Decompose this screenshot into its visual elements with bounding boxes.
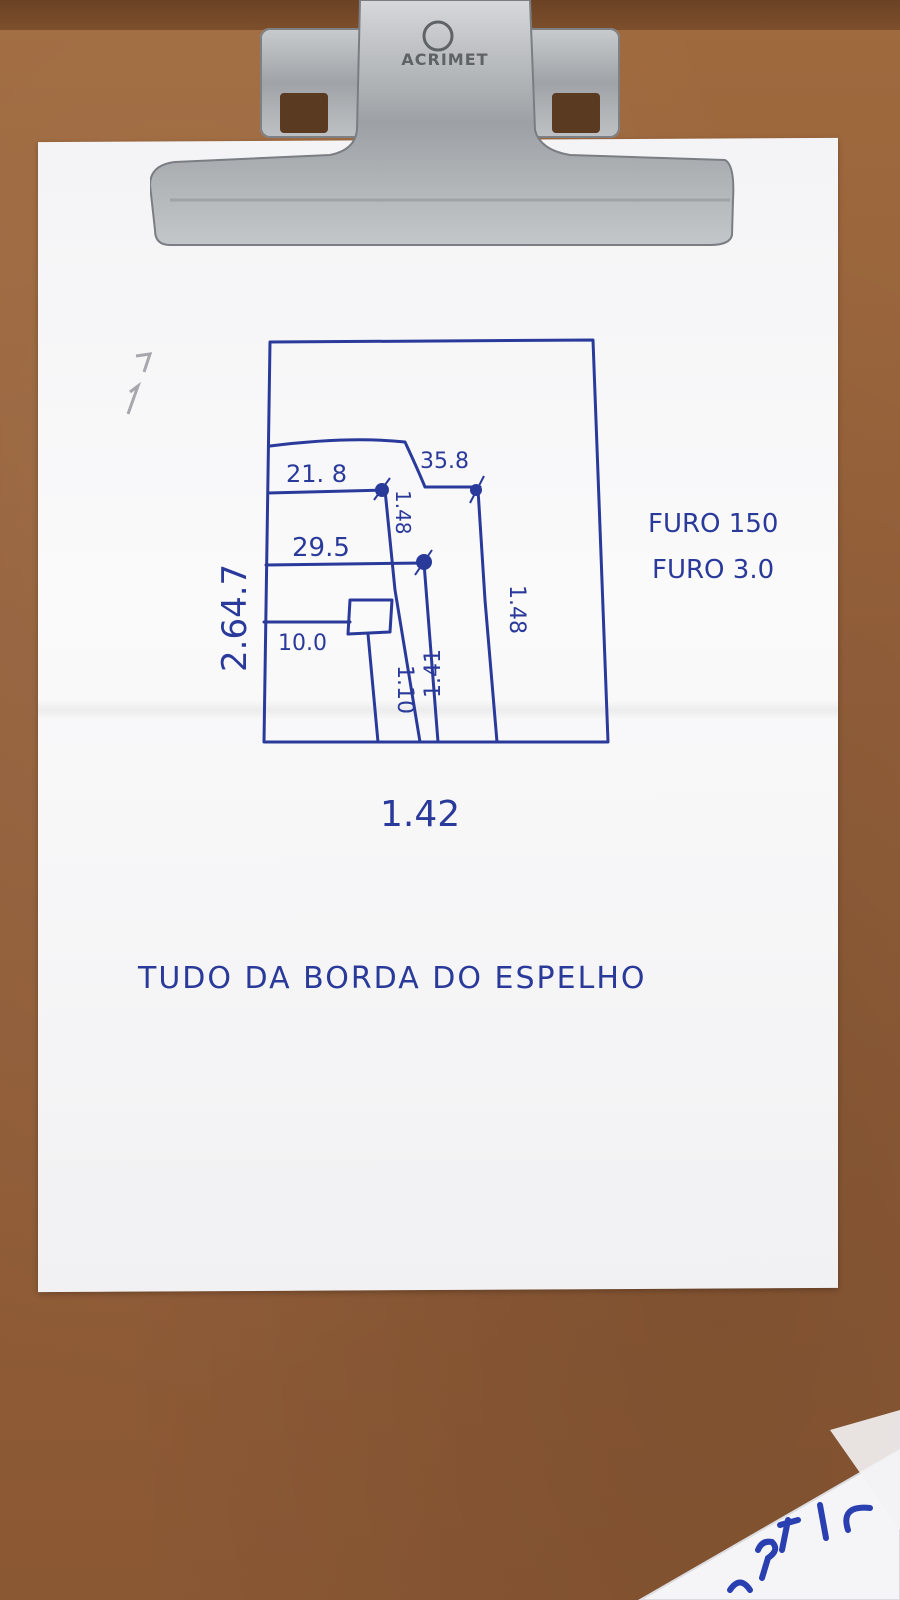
other-note-corner [637,1410,900,1600]
measure-bottom-width: 1.42 [380,794,460,835]
note-furo-1: FURO 150 [648,509,778,539]
indent-mark-2 [126,381,142,415]
clip-lever [150,0,735,246]
sketch-small-box [346,598,394,636]
note-caption: TUDO DA BORDA DO ESPELHO [137,961,647,996]
sketch-vertical-diagonal [383,488,422,744]
measure-top-right: 35.8 [420,449,469,474]
measure-vertical-small: 1.48 [391,490,415,535]
clip-slot-left [280,93,328,133]
measure-lower-left: 10.0 [278,631,327,656]
sketch-top-line [268,438,482,489]
sketch-outer-rectangle [262,338,610,744]
clip-lever-shape [150,0,735,246]
sketch-vertical-left [366,632,380,744]
sketch-line-1 [266,488,387,495]
measure-vertical-right: 1.48 [504,585,529,634]
measure-middle: 29.5 [292,533,350,563]
measure-left-height: 2.64.7 [215,564,255,672]
clip-slot-right [552,93,600,133]
sketch-vertical-right [476,488,499,744]
paper-fold-shadow [38,700,838,720]
measure-vertical-left: 1.10 [392,665,417,714]
indent-mark-1 [135,352,153,373]
note-furo-2: FURO 3.0 [652,555,774,585]
clip-brand-text: ACRIMET [401,50,489,69]
measure-top-left: 21. 8 [286,460,347,488]
sketch-line-2 [264,561,426,567]
clip-brand-logo-icon [422,20,454,52]
measure-vertical-mid: 1.41 [421,649,446,698]
sketch-vertical-mid [422,561,440,744]
